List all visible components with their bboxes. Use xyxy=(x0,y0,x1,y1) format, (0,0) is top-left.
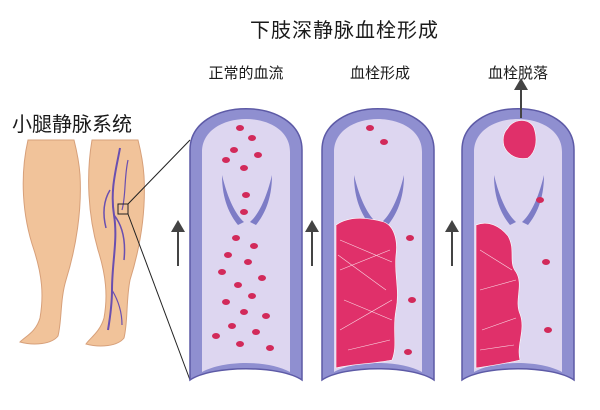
flow-arrows xyxy=(171,78,528,266)
diagram-title: 下肢深静脉血栓形成 xyxy=(250,18,439,42)
callout-line-top xyxy=(127,139,191,205)
detached-clot xyxy=(502,120,537,159)
flow-arrow-2 xyxy=(305,220,319,266)
panel-label-detachment: 血栓脱落 xyxy=(487,64,549,82)
panel-label-normal: 正常的血流 xyxy=(208,64,284,82)
panel-label-formation: 血栓形成 xyxy=(349,64,411,82)
vessel-panel-detachment xyxy=(461,108,575,382)
legs-illustration xyxy=(19,139,145,347)
callout-line-bottom xyxy=(127,213,191,381)
vessel-panel-normal xyxy=(189,108,303,382)
flow-arrow-3 xyxy=(445,220,459,266)
remaining-clot xyxy=(475,222,523,369)
calf-vein-label: 小腿静脉系统 xyxy=(12,112,132,136)
red-cells-detachment xyxy=(536,197,552,333)
embolus-arrow xyxy=(514,78,528,118)
flow-arrow-1 xyxy=(171,220,185,266)
vessel-panel-formation xyxy=(321,108,435,382)
red-cells-formation xyxy=(366,125,416,355)
red-cells-normal xyxy=(212,125,274,351)
clot-mass xyxy=(335,217,398,369)
